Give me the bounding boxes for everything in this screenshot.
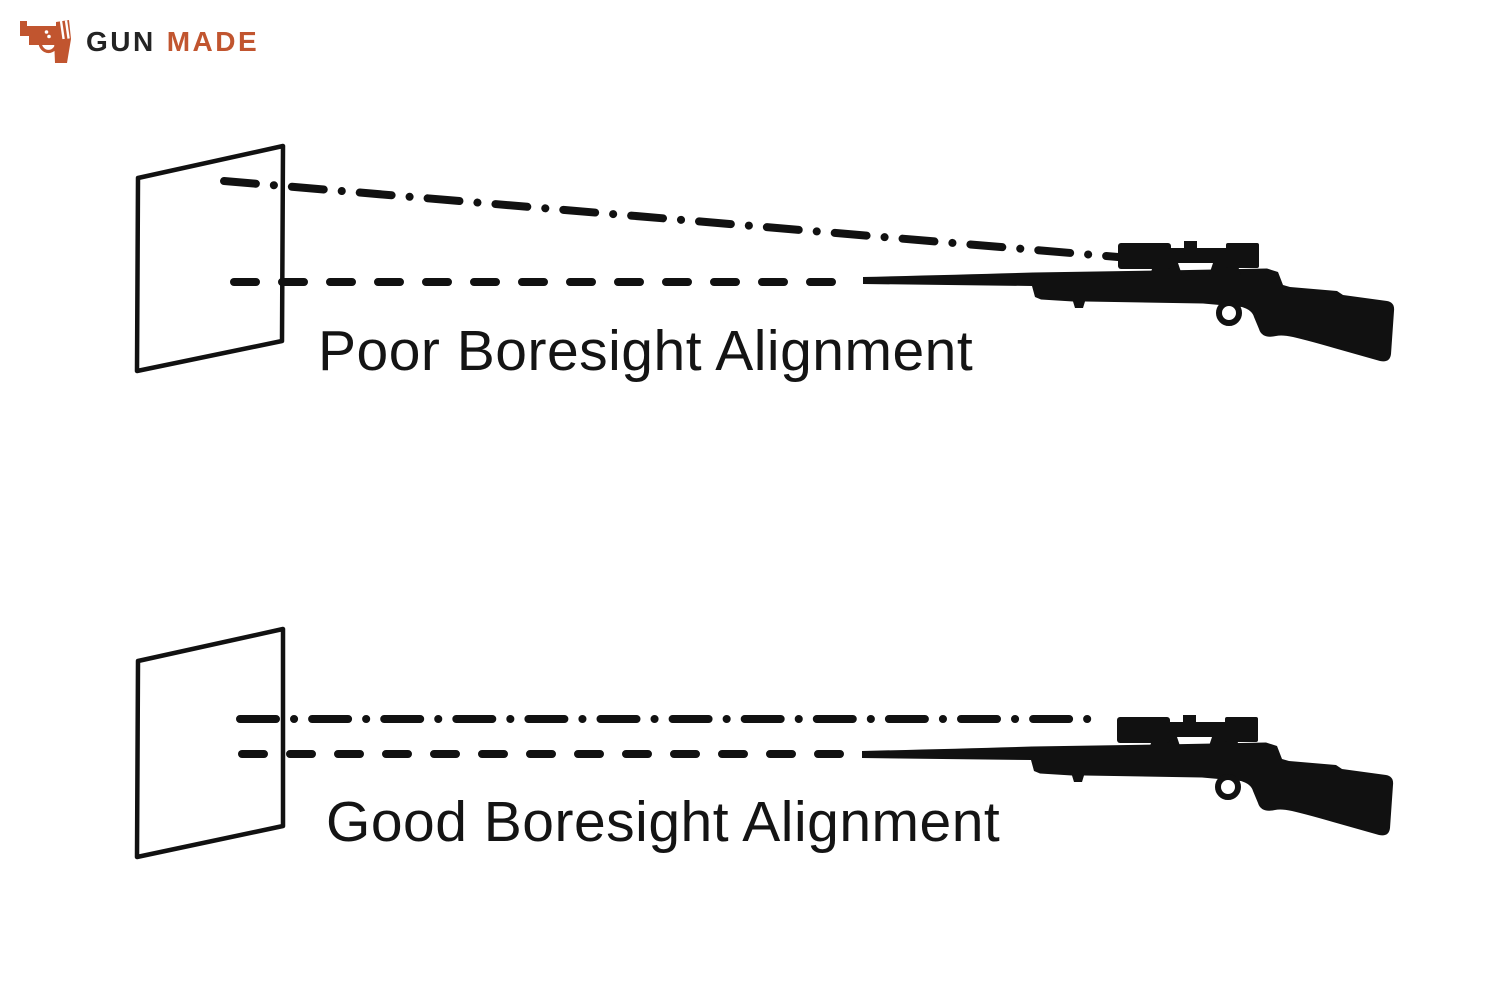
poor-alignment-label: Poor Boresight Alignment [318, 319, 974, 383]
diagram-poor-alignment [134, 143, 1394, 374]
target-panel [134, 626, 286, 860]
scope-sight-line [220, 177, 1122, 261]
target-panel [134, 143, 286, 374]
pistol-icon [20, 20, 71, 63]
diagram-good-alignment [134, 626, 1393, 860]
brand-logo: GUN MADE [20, 20, 259, 64]
good-alignment-label: Good Boresight Alignment [326, 790, 1001, 854]
brand-name-gun: GUN [86, 26, 156, 57]
brand-wordmark: GUN MADE [86, 28, 259, 56]
brand-name-made: MADE [166, 26, 260, 57]
